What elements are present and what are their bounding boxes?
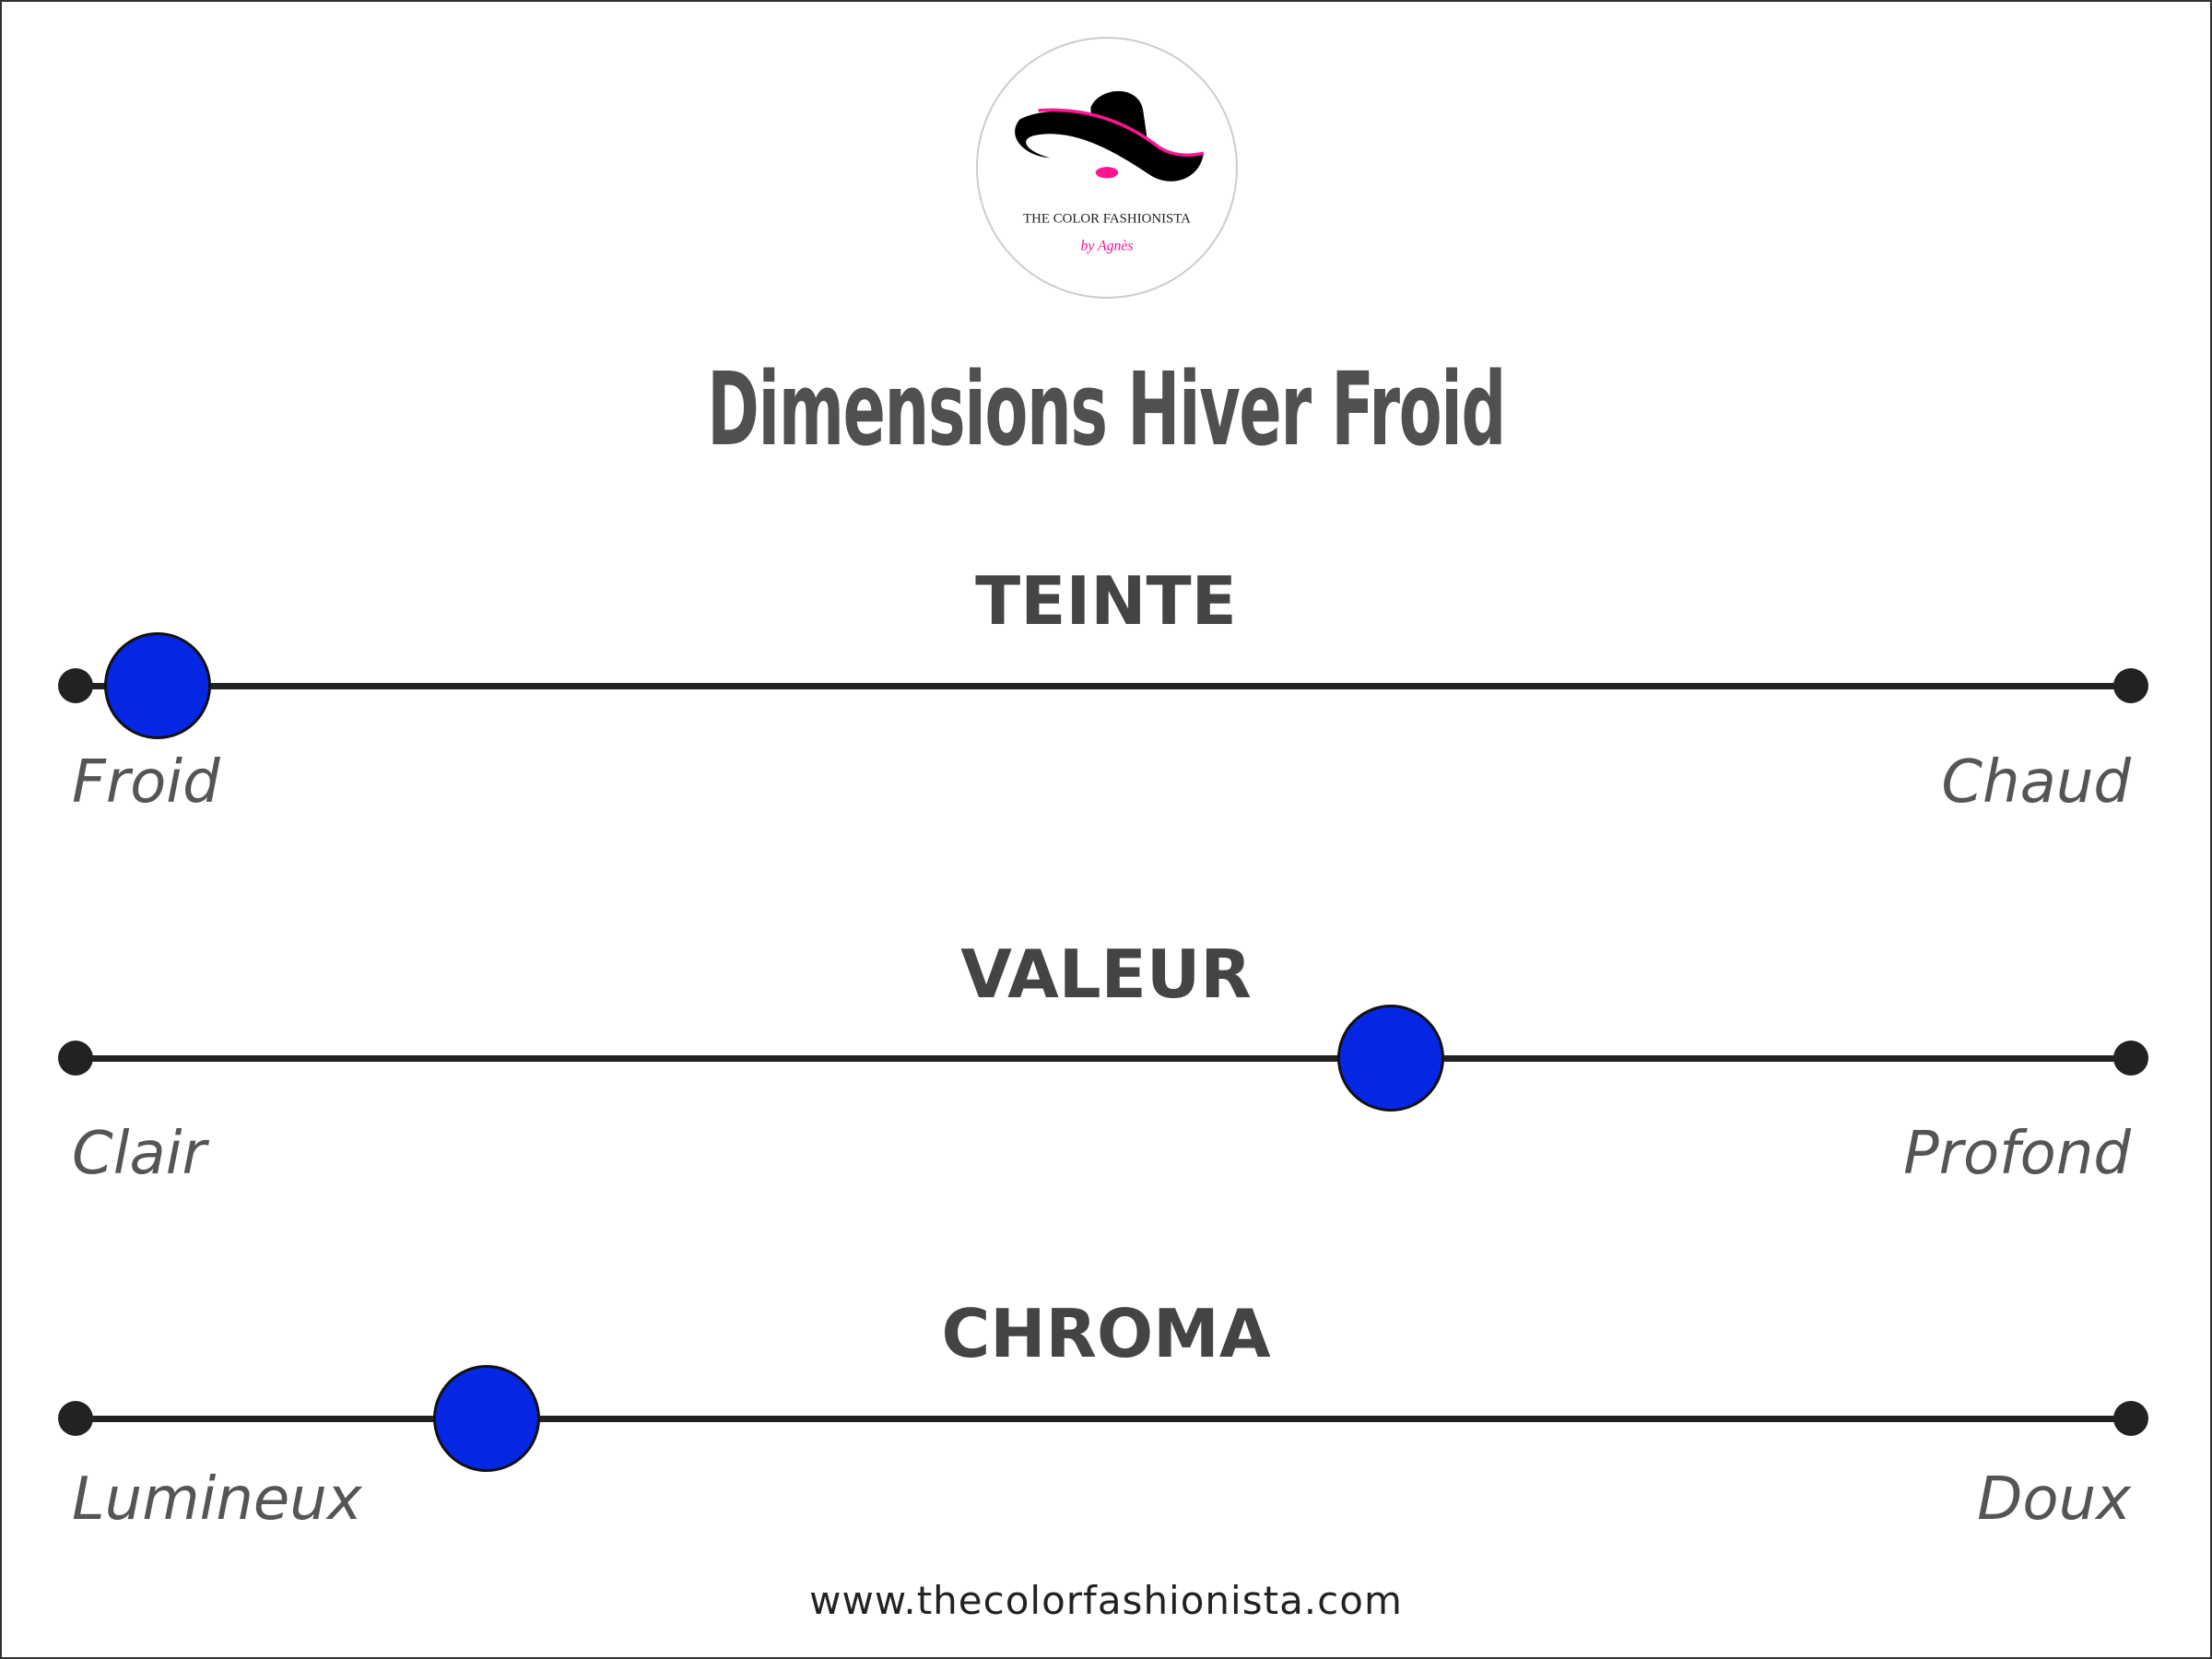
right-label: Chaud (1941, 748, 2131, 817)
hat-logo-icon: THE COLOR FASHIONISTA by Agnès (1015, 90, 1205, 253)
slider-track (76, 1055, 2131, 1062)
slider-knob (433, 1365, 540, 1472)
right-label: Profond (1903, 1120, 2131, 1188)
website-url: www.thecolorfashionista.com (809, 1578, 1403, 1623)
track-start-dot (58, 1041, 93, 1076)
svg-text:THE COLOR FASHIONISTA: THE COLOR FASHIONISTA (1023, 212, 1191, 227)
page-title: Dimensions Hiver Froid (707, 350, 1506, 468)
slider-knob (104, 632, 212, 739)
slider-heading: VALEUR (960, 935, 1252, 1013)
left-label: Lumineux (72, 1465, 362, 1534)
track-end-dot (2113, 668, 2148, 703)
brand-logo: THE COLOR FASHIONISTA by Agnès (976, 37, 1238, 299)
track-start-dot (58, 1401, 93, 1436)
svg-text:by Agnès: by Agnès (1080, 238, 1133, 253)
track-start-dot (58, 668, 93, 703)
slider-knob (1337, 1005, 1445, 1112)
left-label: Froid (72, 748, 220, 817)
slider-heading: TEINTE (975, 562, 1237, 640)
slider-track (76, 1416, 2131, 1422)
slider-track (76, 683, 2131, 689)
track-end-dot (2113, 1401, 2148, 1436)
left-label: Clair (72, 1120, 206, 1188)
right-label: Doux (1977, 1465, 2131, 1534)
slider-heading: CHROMA (941, 1295, 1271, 1372)
track-end-dot (2113, 1041, 2148, 1076)
